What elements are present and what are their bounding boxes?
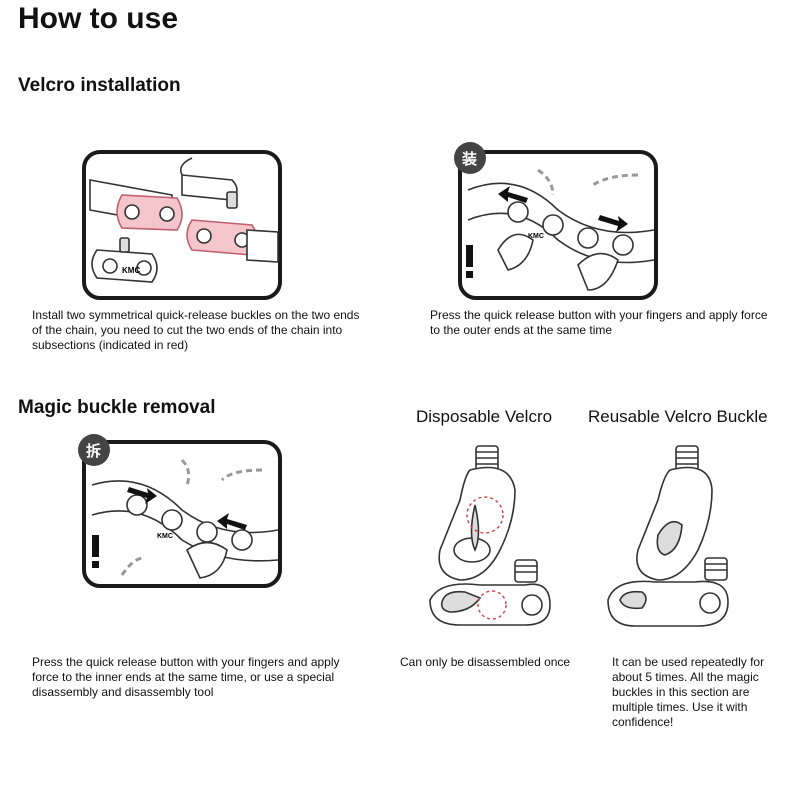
kmc-brand-text: KMC [122, 266, 140, 275]
install-step2-caption: Press the quick release button with your… [430, 308, 775, 338]
install-step1-caption: Install two symmetrical quick-release bu… [32, 308, 372, 353]
install-badge: 装 [454, 142, 486, 174]
removal-press-illustration: KMC 拆 [82, 440, 282, 588]
page-title: How to use [18, 2, 178, 36]
reusable-title: Reusable Velcro Buckle [588, 407, 768, 427]
disposable-title: Disposable Velcro [416, 407, 552, 427]
svg-text:拆: 拆 [86, 442, 101, 460]
reusable-link-illustration [600, 440, 750, 630]
install-press-illustration: KMC 装 [458, 150, 658, 300]
disposable-link-illustration [420, 440, 570, 630]
removal-heading: Magic buckle removal [18, 397, 215, 419]
reusable-caption: It can be used repeatedly for about 5 ti… [612, 655, 784, 730]
kmc-brand-text: KMC [157, 533, 173, 540]
install-cut-chain-illustration: KMC [82, 150, 282, 300]
svg-text:装: 装 [461, 150, 478, 168]
removal-caption: Press the quick release button with your… [32, 655, 362, 700]
removal-badge: 拆 [78, 434, 110, 466]
installation-heading: Velcro installation [18, 75, 181, 97]
disposable-caption: Can only be disassembled once [400, 655, 600, 670]
kmc-brand-text: KMC [528, 233, 544, 240]
